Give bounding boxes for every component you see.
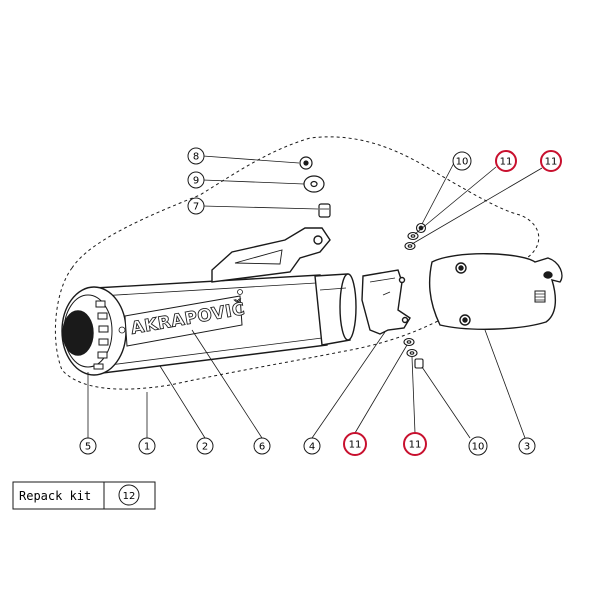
bolt-10-top — [415, 222, 427, 234]
callout-2: 2 — [196, 437, 214, 455]
callout-10-bottom: 10 — [468, 436, 488, 456]
callout-11-top-b: 11 — [540, 150, 562, 172]
callout-1: 1 — [138, 437, 156, 455]
svg-text:5: 5 — [85, 442, 91, 453]
washer-11-top-a — [407, 231, 419, 241]
svg-text:11: 11 — [545, 157, 558, 168]
callout-11-bottom-b: 11 — [403, 432, 427, 456]
leader-lines — [87, 155, 543, 439]
svg-text:11: 11 — [500, 157, 513, 168]
hardware-top-right — [404, 222, 427, 251]
svg-text:1: 1 — [144, 442, 150, 453]
end-cap — [61, 286, 127, 376]
callout-6: 6 — [253, 437, 271, 455]
bolt-7 — [318, 203, 331, 218]
svg-text:2: 2 — [202, 442, 208, 453]
callout-9: 9 — [187, 171, 205, 189]
svg-text:6: 6 — [259, 442, 265, 453]
repack-kit-label: Repack kit — [19, 489, 91, 503]
callout-10-top: 10 — [452, 151, 472, 171]
callout-5: 5 — [79, 437, 97, 455]
repack-kit-legend: Repack kit 12 — [12, 481, 156, 510]
washer-11-bottom-a — [403, 337, 415, 347]
mounting-bracket — [211, 227, 331, 283]
svg-text:10: 10 — [456, 157, 469, 168]
svg-text:11: 11 — [409, 440, 422, 451]
callouts: 8 9 7 10 11 11 5 1 — [79, 147, 562, 456]
svg-text:9: 9 — [193, 176, 199, 187]
callout-11-top-a: 11 — [495, 150, 517, 172]
hardware-bottom — [403, 337, 424, 369]
callout-3: 3 — [518, 437, 536, 455]
callout-8: 8 — [187, 147, 205, 165]
front-collar — [314, 273, 357, 346]
svg-text:11: 11 — [349, 440, 362, 451]
brand-plate: AKRAPOVIČ — [118, 289, 247, 347]
svg-text:7: 7 — [193, 202, 199, 213]
heat-shield — [428, 253, 563, 330]
svg-text:4: 4 — [309, 442, 315, 453]
callout-4: 4 — [303, 437, 321, 455]
callout-11-bottom-a: 11 — [343, 432, 367, 456]
washer-11-bottom-b — [406, 348, 418, 358]
hardware-top-left — [299, 156, 331, 218]
washer-11-top-b — [404, 241, 416, 251]
svg-text:8: 8 — [193, 152, 199, 163]
clamp-bracket — [361, 269, 411, 335]
callout-7: 7 — [187, 197, 205, 215]
repack-kit-number: 12 — [123, 491, 136, 502]
bolt-10-bottom — [414, 358, 424, 369]
svg-text:3: 3 — [524, 442, 530, 453]
svg-text:10: 10 — [472, 442, 485, 453]
